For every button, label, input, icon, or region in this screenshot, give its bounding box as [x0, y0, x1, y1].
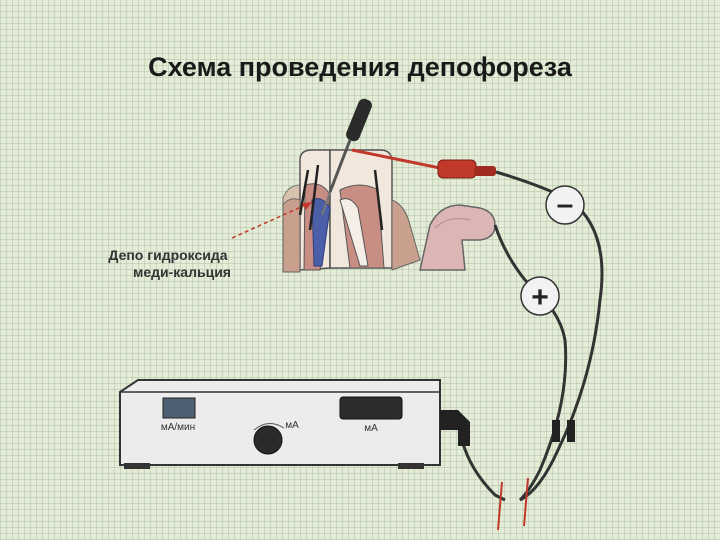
depophoresis-device: мА/мин мА мА: [119, 379, 470, 469]
left-display-label: мА/мин: [161, 422, 195, 433]
needle-electrode: [321, 98, 372, 216]
negative-sign: –: [557, 188, 574, 221]
gum-fold: [419, 204, 496, 271]
positive-sign: +: [531, 281, 549, 314]
device-cable: [460, 439, 506, 502]
negative-clip: [351, 148, 496, 179]
knob-label: мА: [285, 420, 299, 431]
page-title: Схема проведения депофореза: [148, 52, 572, 82]
depot-pointer-arrow: [231, 201, 313, 239]
left-display: [162, 397, 196, 419]
positive-cable: [493, 224, 568, 502]
cable-marker: [497, 481, 503, 531]
cable-marker: [523, 477, 529, 527]
positive-electrode-marker: +: [520, 276, 560, 316]
output-connector: [440, 410, 470, 446]
tooth-illustration: [282, 149, 421, 273]
cable-pin: [567, 420, 575, 442]
current-knob[interactable]: [253, 425, 283, 455]
depot-label-line1: Депо гидроксида: [108, 247, 227, 263]
depot-label-line2: меди-кальция: [133, 264, 231, 280]
negative-electrode-marker: –: [545, 185, 585, 225]
right-display-label: мА: [364, 423, 378, 434]
cable-pin: [552, 420, 560, 442]
right-display: [339, 396, 403, 420]
